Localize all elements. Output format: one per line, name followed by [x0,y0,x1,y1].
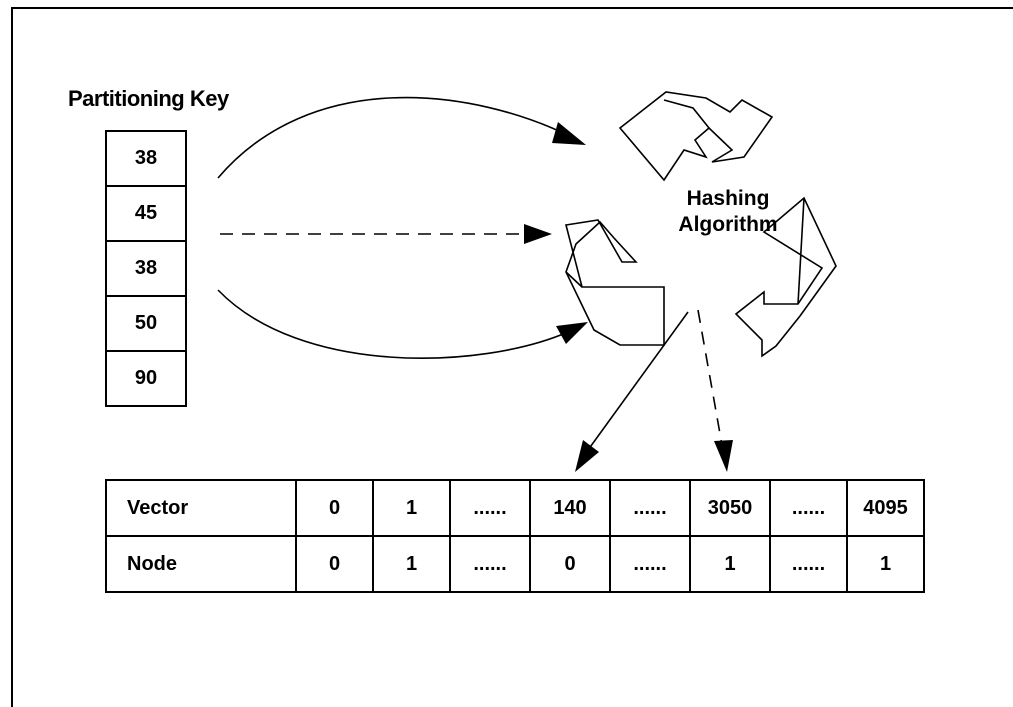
bottom-arrowhead [556,322,588,344]
key-cell: 45 [107,187,185,242]
vector-cell: 0 [295,479,374,537]
node-cell: 1 [689,535,771,593]
node-cell: 0 [529,535,611,593]
node-cell: 1 [846,535,925,593]
middle-arrowhead [524,224,552,244]
recycle-arrow-right-icon [734,196,837,358]
vector-node-table: Vector 0 1 ...... 140 ...... 3050 ......… [105,479,925,593]
vector-cell: 1 [372,479,451,537]
key-cell: 38 [107,132,185,187]
vector-cell: ...... [769,479,848,537]
hashing-label-line1: Hashing [686,187,770,210]
node-row-label: Node [105,535,297,593]
node-cell: ...... [449,535,531,593]
key-cell: 90 [107,352,185,407]
diagram-arrows [217,91,837,472]
vector-cell: ...... [449,479,531,537]
top-arrowhead [552,122,586,145]
bottom-curved-arrow [217,289,569,359]
dashed-arrowhead-down [714,440,733,472]
key-cell: 50 [107,297,185,352]
node-cell: 1 [372,535,451,593]
top-curved-arrow [217,96,579,179]
vector-cell: 4095 [846,479,925,537]
diagram-frame [11,7,1013,707]
vector-cell: 3050 [689,479,771,537]
partitioning-key-title: Partitioning Key [68,86,229,111]
recycle-arrow-left-icon [565,219,665,346]
partitioning-key-column: 38 45 38 50 90 [105,130,187,407]
dashed-arrow-to-vector-3050 [697,309,723,446]
vector-row-label: Vector [105,479,297,537]
solid-arrowhead-down [575,440,599,472]
recycle-arrow-top-icon [618,91,774,182]
vector-cell: 140 [529,479,611,537]
node-cell: 0 [295,535,374,593]
hashing-algorithm-label: Hashing Algorithm [668,186,788,238]
hashing-label-line2: Algorithm [678,213,778,236]
node-cell: ...... [609,535,691,593]
vector-row: Vector 0 1 ...... 140 ...... 3050 ......… [105,479,925,537]
key-cell: 38 [107,242,185,297]
node-row: Node 0 1 ...... 0 ...... 1 ...... 1 [105,535,925,593]
vector-cell: ...... [609,479,691,537]
solid-arrow-to-vector-140 [587,311,689,451]
node-cell: ...... [769,535,848,593]
